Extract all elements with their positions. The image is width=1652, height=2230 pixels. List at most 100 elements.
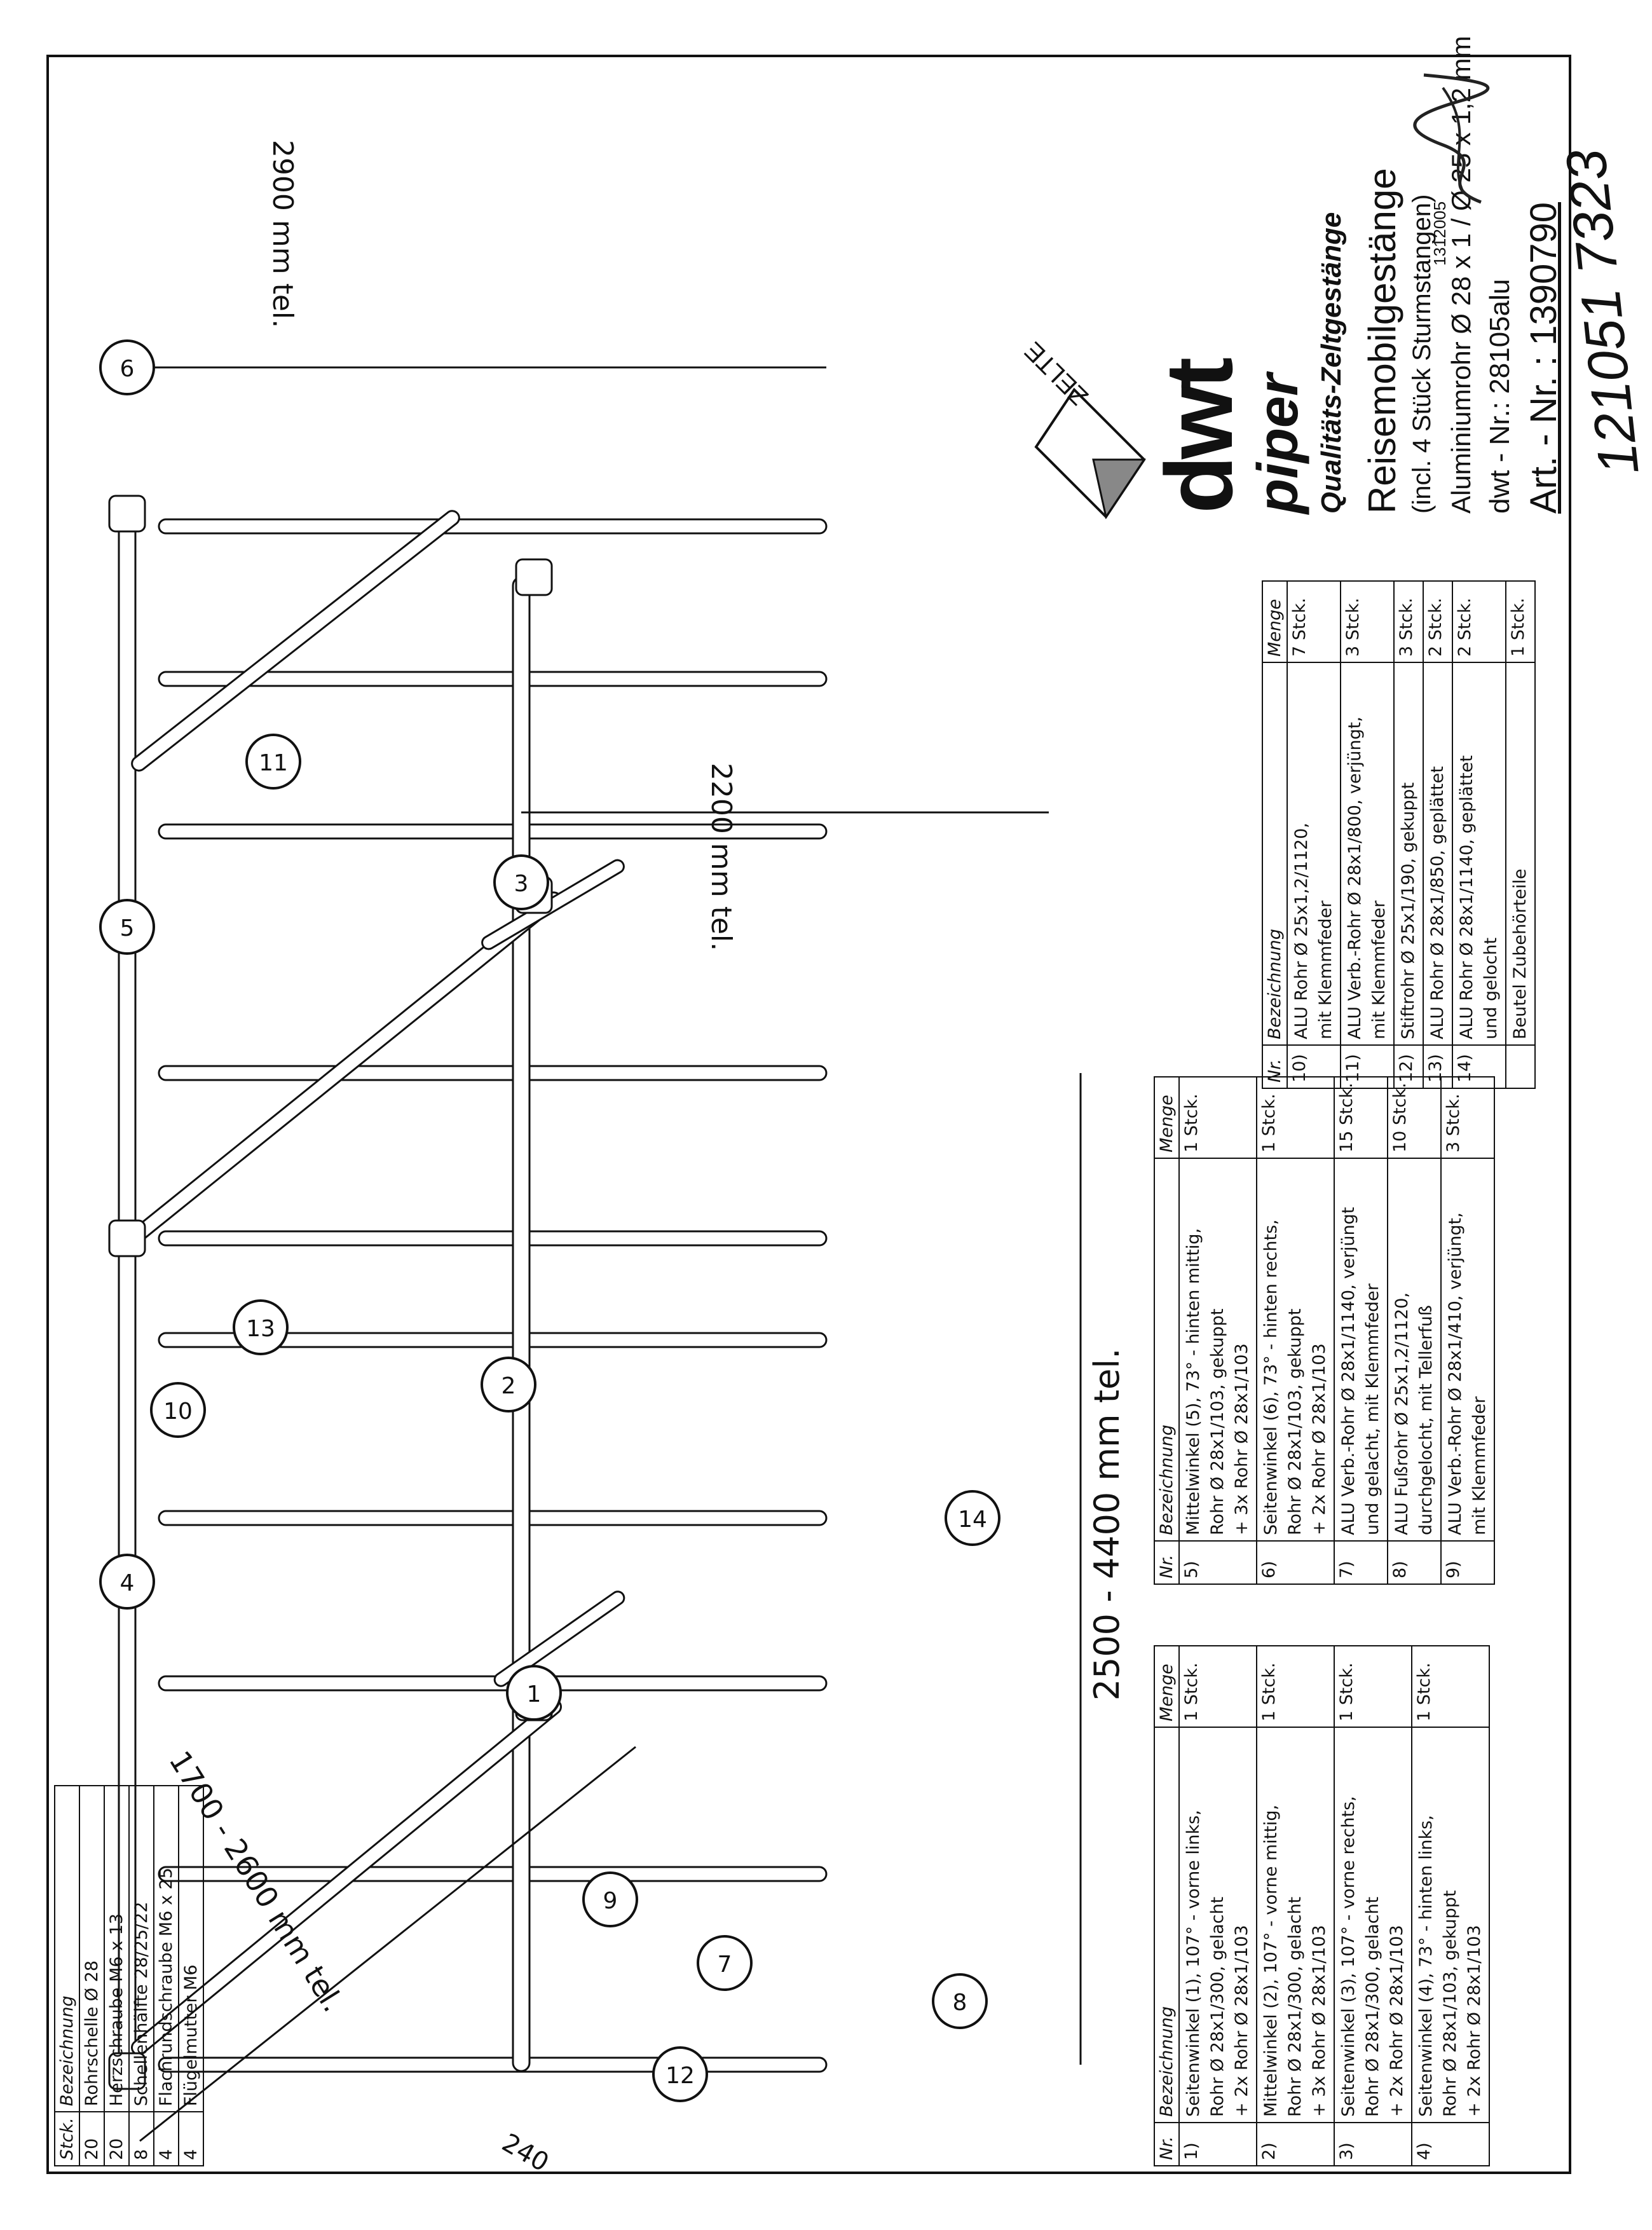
- product-dwt-number: dwt - Nr.: 28105alu: [1484, 278, 1515, 514]
- callout-circle: [99, 1554, 155, 1610]
- pole-tube: [158, 1065, 828, 1081]
- dwt-logo-icon: [1034, 387, 1146, 519]
- table-row: 4)Seitenwinkel (4), 73° - hinten links,R…: [1412, 1646, 1489, 2166]
- brand-dwt: dwt: [1145, 360, 1252, 514]
- callout-number: 3: [514, 871, 529, 897]
- callout-circle: [697, 1935, 753, 1991]
- callout-10: 10: [150, 1382, 206, 1438]
- callout-number: 6: [120, 356, 135, 382]
- dimension-240: 240: [497, 2128, 554, 2178]
- callout-circle: [582, 1871, 638, 1927]
- dimension-2200: 2200 mm tel.: [705, 763, 737, 951]
- dimension-width: 2500 - 4400 mm tel.: [1087, 1348, 1127, 1701]
- pole-tube: [158, 1510, 828, 1526]
- callout-13: 13: [233, 1299, 289, 1355]
- brand-tagline: Qualitäts-Zeltgestänge: [1316, 212, 1347, 514]
- callout-circle: [932, 1973, 988, 2029]
- callout-14: 14: [945, 1490, 1000, 1546]
- date-code: 1312005: [1430, 201, 1449, 266]
- callout-circle: [506, 1665, 562, 1721]
- callout-number: 2: [502, 1373, 516, 1399]
- callout-circle: [99, 339, 155, 395]
- callout-11: 11: [245, 734, 301, 790]
- callout-circle: [233, 1299, 289, 1355]
- callout-circle: [150, 1382, 206, 1438]
- pole-connector: [515, 558, 553, 596]
- callout-3: 3: [493, 854, 549, 910]
- callout-7: 7: [697, 1935, 753, 1991]
- callout-9: 9: [582, 1871, 638, 1927]
- table-row: 3)Seitenwinkel (3), 107° - vorne rechts,…: [1334, 1646, 1412, 2166]
- callout-number: 9: [603, 1888, 618, 1914]
- pole-tube: [158, 1866, 828, 1882]
- pole-tube: [158, 823, 828, 840]
- callout-circle: [99, 899, 155, 955]
- callout-number: 1: [527, 1681, 542, 1707]
- callout-number: 5: [120, 915, 135, 941]
- callout-5: 5: [99, 899, 155, 955]
- callout-number: 14: [958, 1507, 987, 1533]
- pole-tube: [158, 1230, 828, 1247]
- table-row: 1)Seitenwinkel (1), 107° - vorne links,R…: [1179, 1646, 1257, 2166]
- product-article-number: Art. - Nr. : 1390790: [1523, 202, 1564, 514]
- pole-tube: [158, 1675, 828, 1692]
- pole-connector: [108, 2052, 146, 2090]
- pole-tube: [158, 671, 828, 687]
- callout-12: 12: [652, 2046, 708, 2102]
- callout-number: 8: [953, 1990, 967, 2016]
- pole-tube: [158, 518, 828, 535]
- dimension-2900: 2900 mm tel.: [266, 140, 299, 328]
- product-name: Reisemobilgestänge: [1361, 168, 1403, 514]
- signature-icon: [1413, 73, 1490, 204]
- callout-number: 4: [120, 1570, 135, 1596]
- table-row: 11)ALU Verb.-Rohr Ø 28x1/800, verjüngt,m…: [1341, 581, 1394, 1088]
- callout-number: 13: [246, 1316, 275, 1342]
- dimension-line-diagonal: [139, 1746, 636, 2142]
- pole-connector: [108, 1219, 146, 1257]
- callout-1: 1: [506, 1665, 562, 1721]
- table-row: 6)Seitenwinkel (6), 73° - hinten rechts,…: [1257, 1077, 1334, 1584]
- pole-tube: [158, 2056, 828, 2073]
- pole-tube: [131, 510, 460, 772]
- pole-tube: [493, 1590, 625, 1687]
- callout-circle: [481, 1357, 536, 1413]
- table-row: 8)ALU Fußrohr Ø 25x1,2/1120,durchgelocht…: [1388, 1077, 1441, 1584]
- callout-number: 7: [718, 1952, 732, 1978]
- hardware-col-desc: Bezeichnung: [55, 1786, 79, 2112]
- callout-circle: [945, 1490, 1000, 1546]
- callout-circle: [493, 854, 549, 910]
- pole-tube: [512, 576, 531, 2072]
- callout-2: 2: [481, 1357, 536, 1413]
- callout-6: 6: [99, 339, 155, 395]
- callout-4: 4: [99, 1554, 155, 1610]
- callout-circle: [652, 2046, 708, 2102]
- callout-8: 8: [932, 1973, 988, 2029]
- pole-parts: [108, 495, 828, 2090]
- callout-number: 12: [666, 2063, 695, 2089]
- sheet-frame: [46, 55, 1571, 2174]
- brand-piper: piper: [1246, 373, 1310, 514]
- table-row: 5)Mittelwinkel (5), 73° - hinten mittig,…: [1179, 1077, 1257, 1584]
- callout-number: 11: [259, 750, 288, 776]
- pole-tube: [158, 1332, 828, 1348]
- callout-circle: [245, 734, 301, 790]
- hardware-col-qty: Stck.: [55, 2112, 79, 2166]
- table-row: 10)ALU Rohr Ø 25x1,2/1120,mit Klemmfeder…: [1287, 581, 1341, 1088]
- table-row: 9)ALU Verb.-Rohr Ø 28x1/410, verjüngt,mi…: [1441, 1077, 1494, 1584]
